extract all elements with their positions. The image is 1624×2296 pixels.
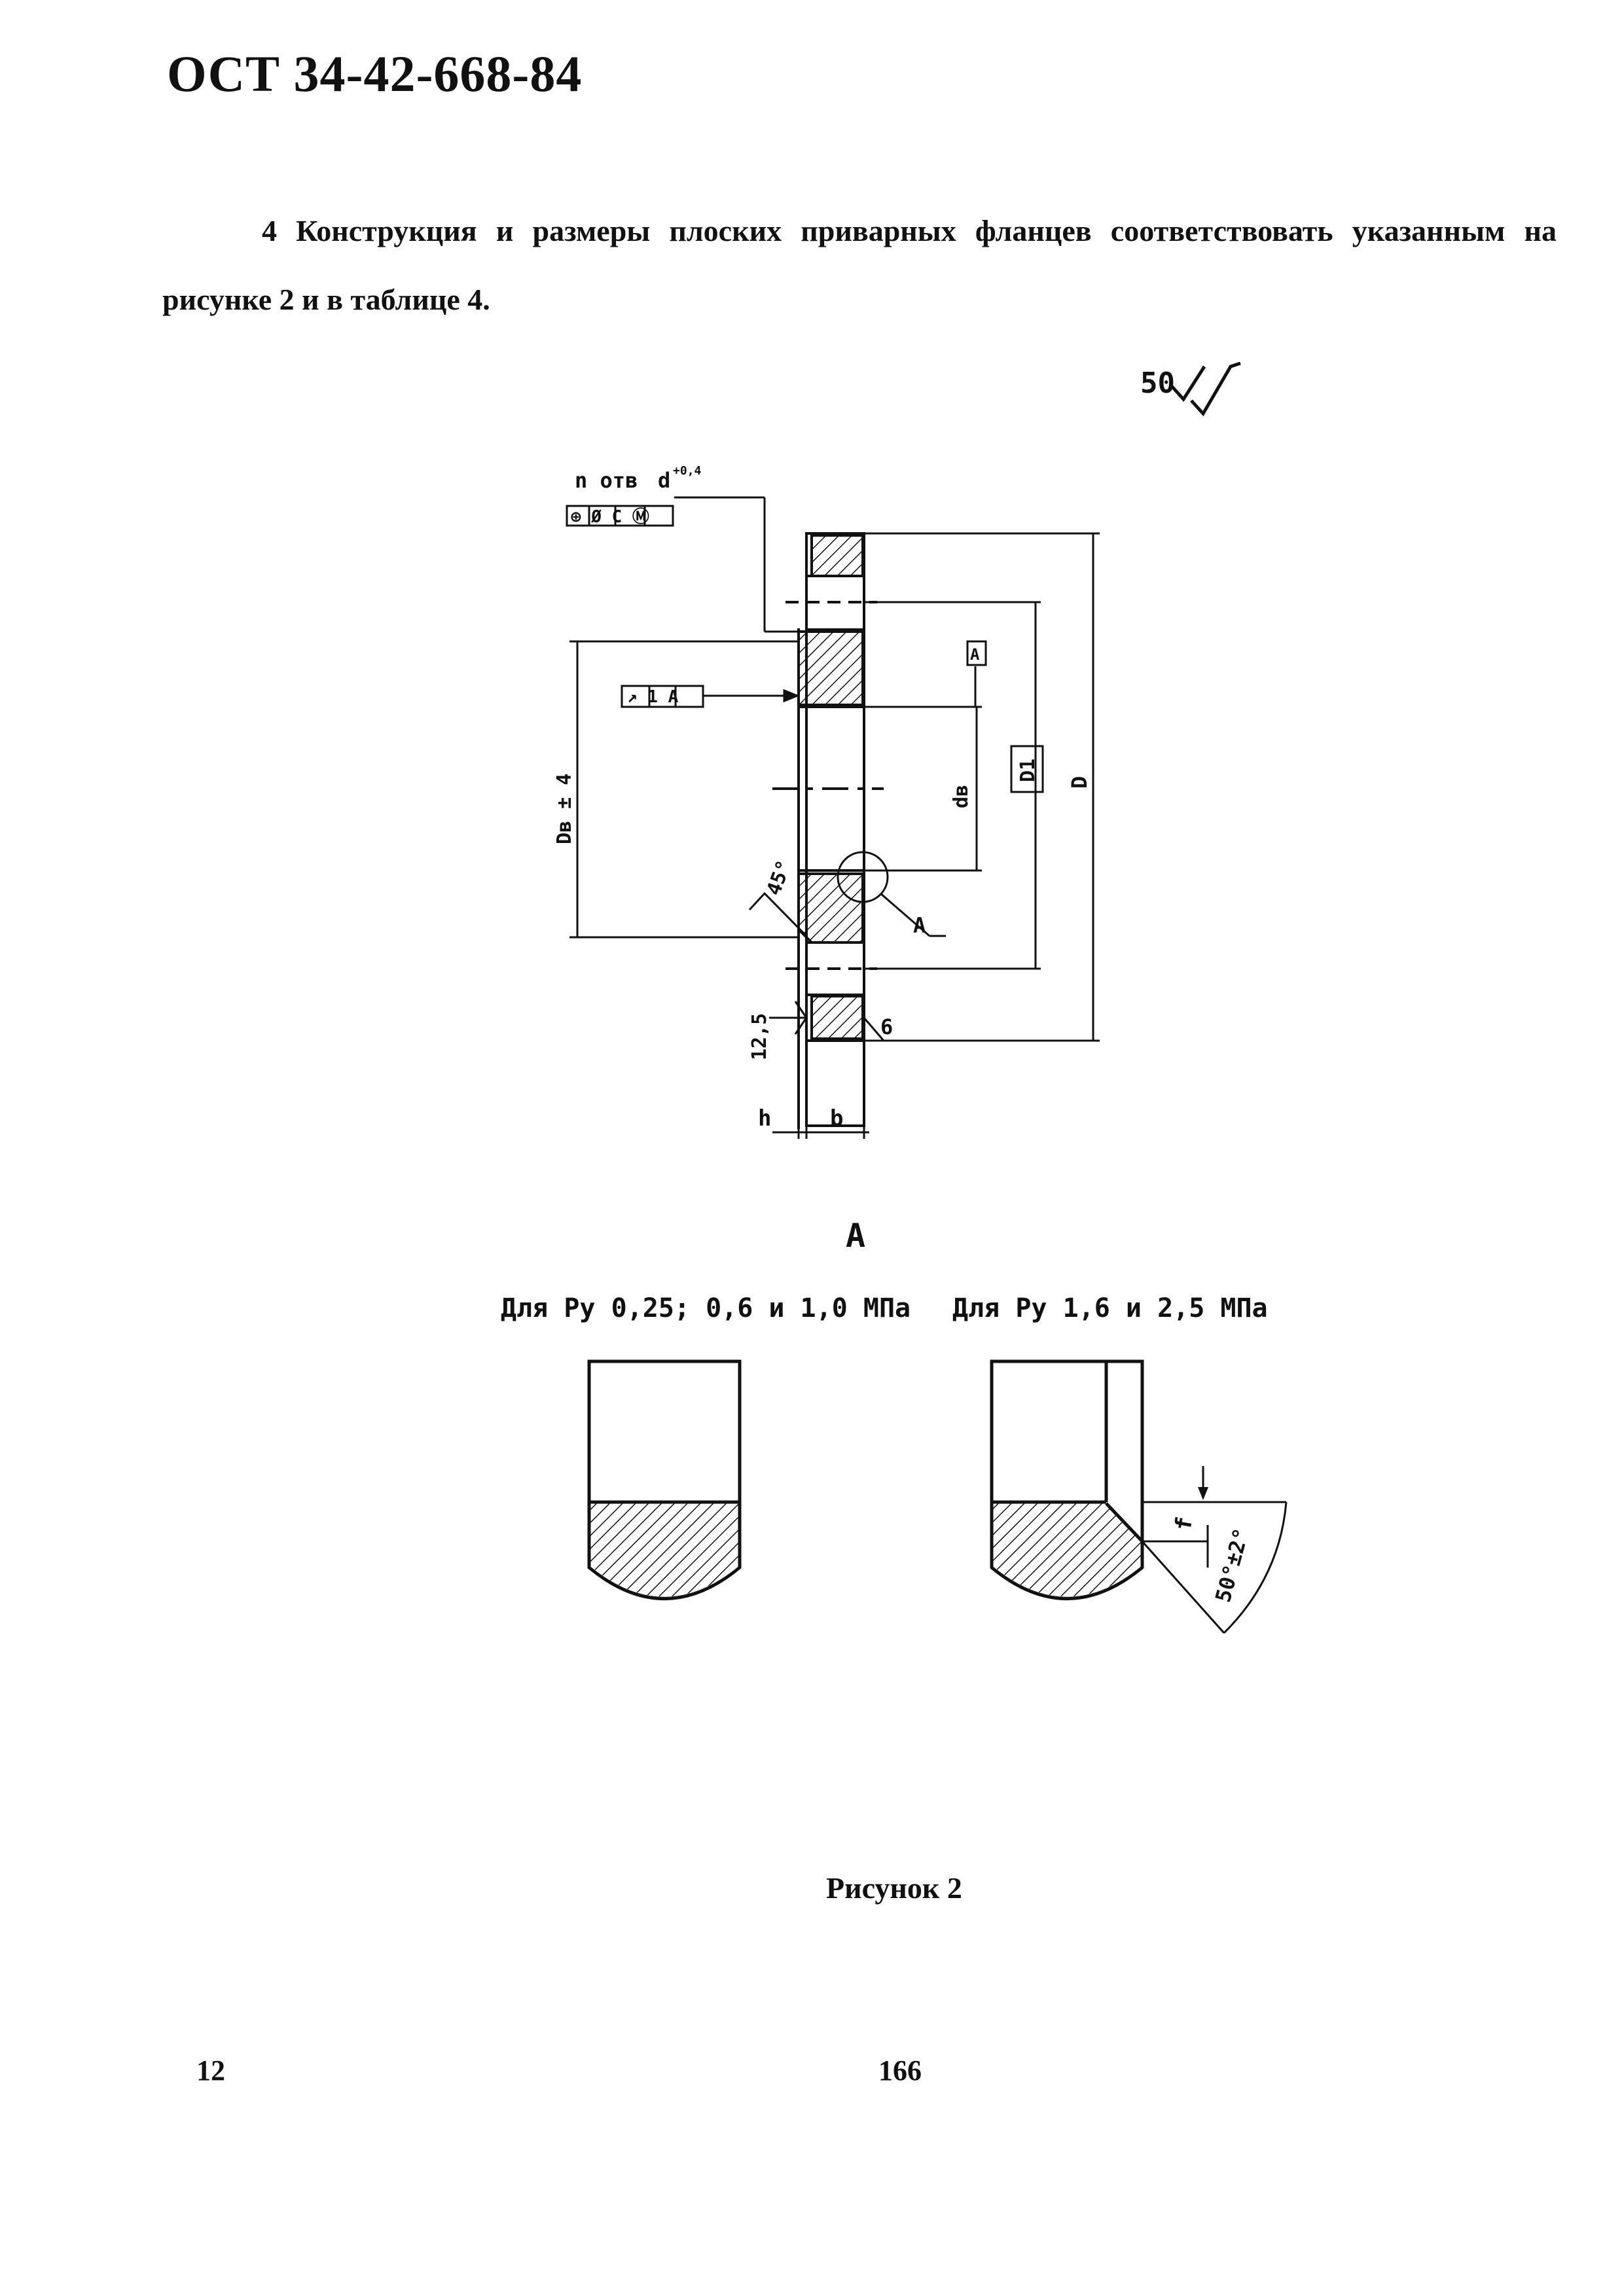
detail-left-shape [587,1359,742,1600]
dim-d1-label: D1 [1017,759,1039,782]
dim-b-label: b [830,1105,843,1132]
tolerance-frame-runout: ↗ 1 A [621,685,704,708]
weld-6-label: 6 [880,1014,893,1039]
d1-box [1010,745,1044,793]
body-paragraph: 4 Конструкция и размеры плоских приварны… [162,214,1557,316]
flange-section [772,532,884,1129]
roughness-value: 50 [1140,367,1175,400]
view-a-title: A [846,1217,865,1255]
hatched-segment [810,534,864,577]
weld-12-5-label: 12,5 [748,1013,771,1060]
hatched-segment [797,872,864,944]
detail-a-marker: A [913,913,926,938]
hole-tolerance-label: +0,4 [673,464,702,478]
dim-d-label: D [1067,776,1092,789]
detail-left-caption: Для Ру 0,25; 0,6 и 1,0 МПа [501,1293,911,1323]
holes-label: n отв [575,468,638,493]
tolerance-frame-2-text: ↗ 1 A [627,687,679,707]
roughness-symbol: 50 [1140,361,1241,417]
datum-a-box: A [966,640,987,666]
hatched-segment [810,995,864,1040]
angle-45-label: 45° [763,857,796,899]
detail-right-caption: Для Ру 1,6 и 2,5 МПа [952,1293,1268,1323]
page-number-left: 12 [196,2054,225,2087]
page-number-center: 166 [878,2054,922,2087]
datum-a-label: A [970,645,980,664]
figure-caption: Рисунок 2 [826,1871,962,1905]
dim-f-label: f [1170,1515,1198,1532]
dimension-lines [569,496,1100,1139]
dim-dh-label: Dв ± 4 [553,774,576,844]
hatched-segment [797,630,864,706]
angle-50-label: 50°±2° [1210,1526,1254,1605]
detail-right-shape [990,1359,1288,1634]
hole-diameter-label: d [658,468,670,493]
dim-dv-label: dв [950,785,973,808]
document-code: ОСТ 34-42-668-84 [167,45,583,102]
roughness-check-icon [1190,361,1241,417]
dim-h-label: h [758,1105,771,1132]
tolerance-frame-1-text: ⊕ Ø C Ⓜ [571,507,649,527]
tolerance-frame-position: ⊕ Ø C Ⓜ [566,505,674,527]
